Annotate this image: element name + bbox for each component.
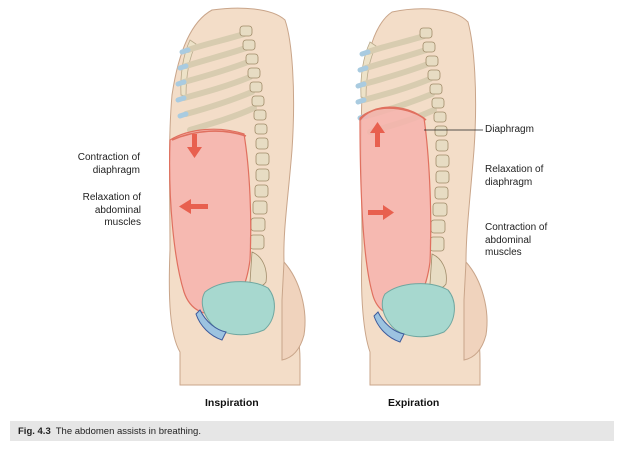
inspiration-spine: [239, 25, 270, 287]
expiration-diaphragm-arrow: [370, 122, 385, 147]
panel-title-expiration: Expiration: [388, 397, 440, 409]
expiration-spine: [419, 27, 450, 289]
inspiration-pubis: [195, 309, 227, 341]
label-contraction-of-diaphragm: Contraction of diaphragm: [77, 152, 140, 176]
label-diaphragm: Diaphragm: [485, 124, 534, 135]
label-relaxation-of-abdominal-muscles: Relaxation of abdominal muscles: [82, 192, 141, 228]
expiration-diaphragm: [359, 106, 427, 121]
abdomen-breathing-illustration: [168, 7, 488, 386]
inspiration-abdominal-arrow: [179, 199, 208, 214]
panel-title-inspiration: Inspiration: [205, 397, 259, 409]
expiration-buttock: [463, 260, 488, 361]
inspiration-torso: [168, 7, 306, 386]
expiration-torso: [355, 8, 488, 386]
expiration-pelvis: [381, 283, 455, 338]
inspiration-buttock: [281, 260, 306, 361]
label-contraction-of-abdominal-muscles: Contraction of abdominal muscles: [485, 222, 548, 258]
figure-caption-text: The abdomen assists in breathing.: [55, 425, 201, 437]
inspiration-diaphragm-arrow: [187, 134, 202, 158]
expiration-abdominal-arrow: [368, 205, 394, 220]
label-relaxation-of-diaphragm: Relaxation of diaphragm: [485, 164, 544, 188]
inspiration-pelvis: [201, 281, 275, 336]
inspiration-diaphragm: [171, 130, 247, 141]
expiration-pubis: [373, 311, 405, 343]
figure-number: Fig. 4.3: [18, 425, 51, 437]
inspiration-ribs: [175, 31, 257, 133]
figure-caption: Fig. 4.3 The abdomen assists in breathin…: [10, 421, 614, 441]
